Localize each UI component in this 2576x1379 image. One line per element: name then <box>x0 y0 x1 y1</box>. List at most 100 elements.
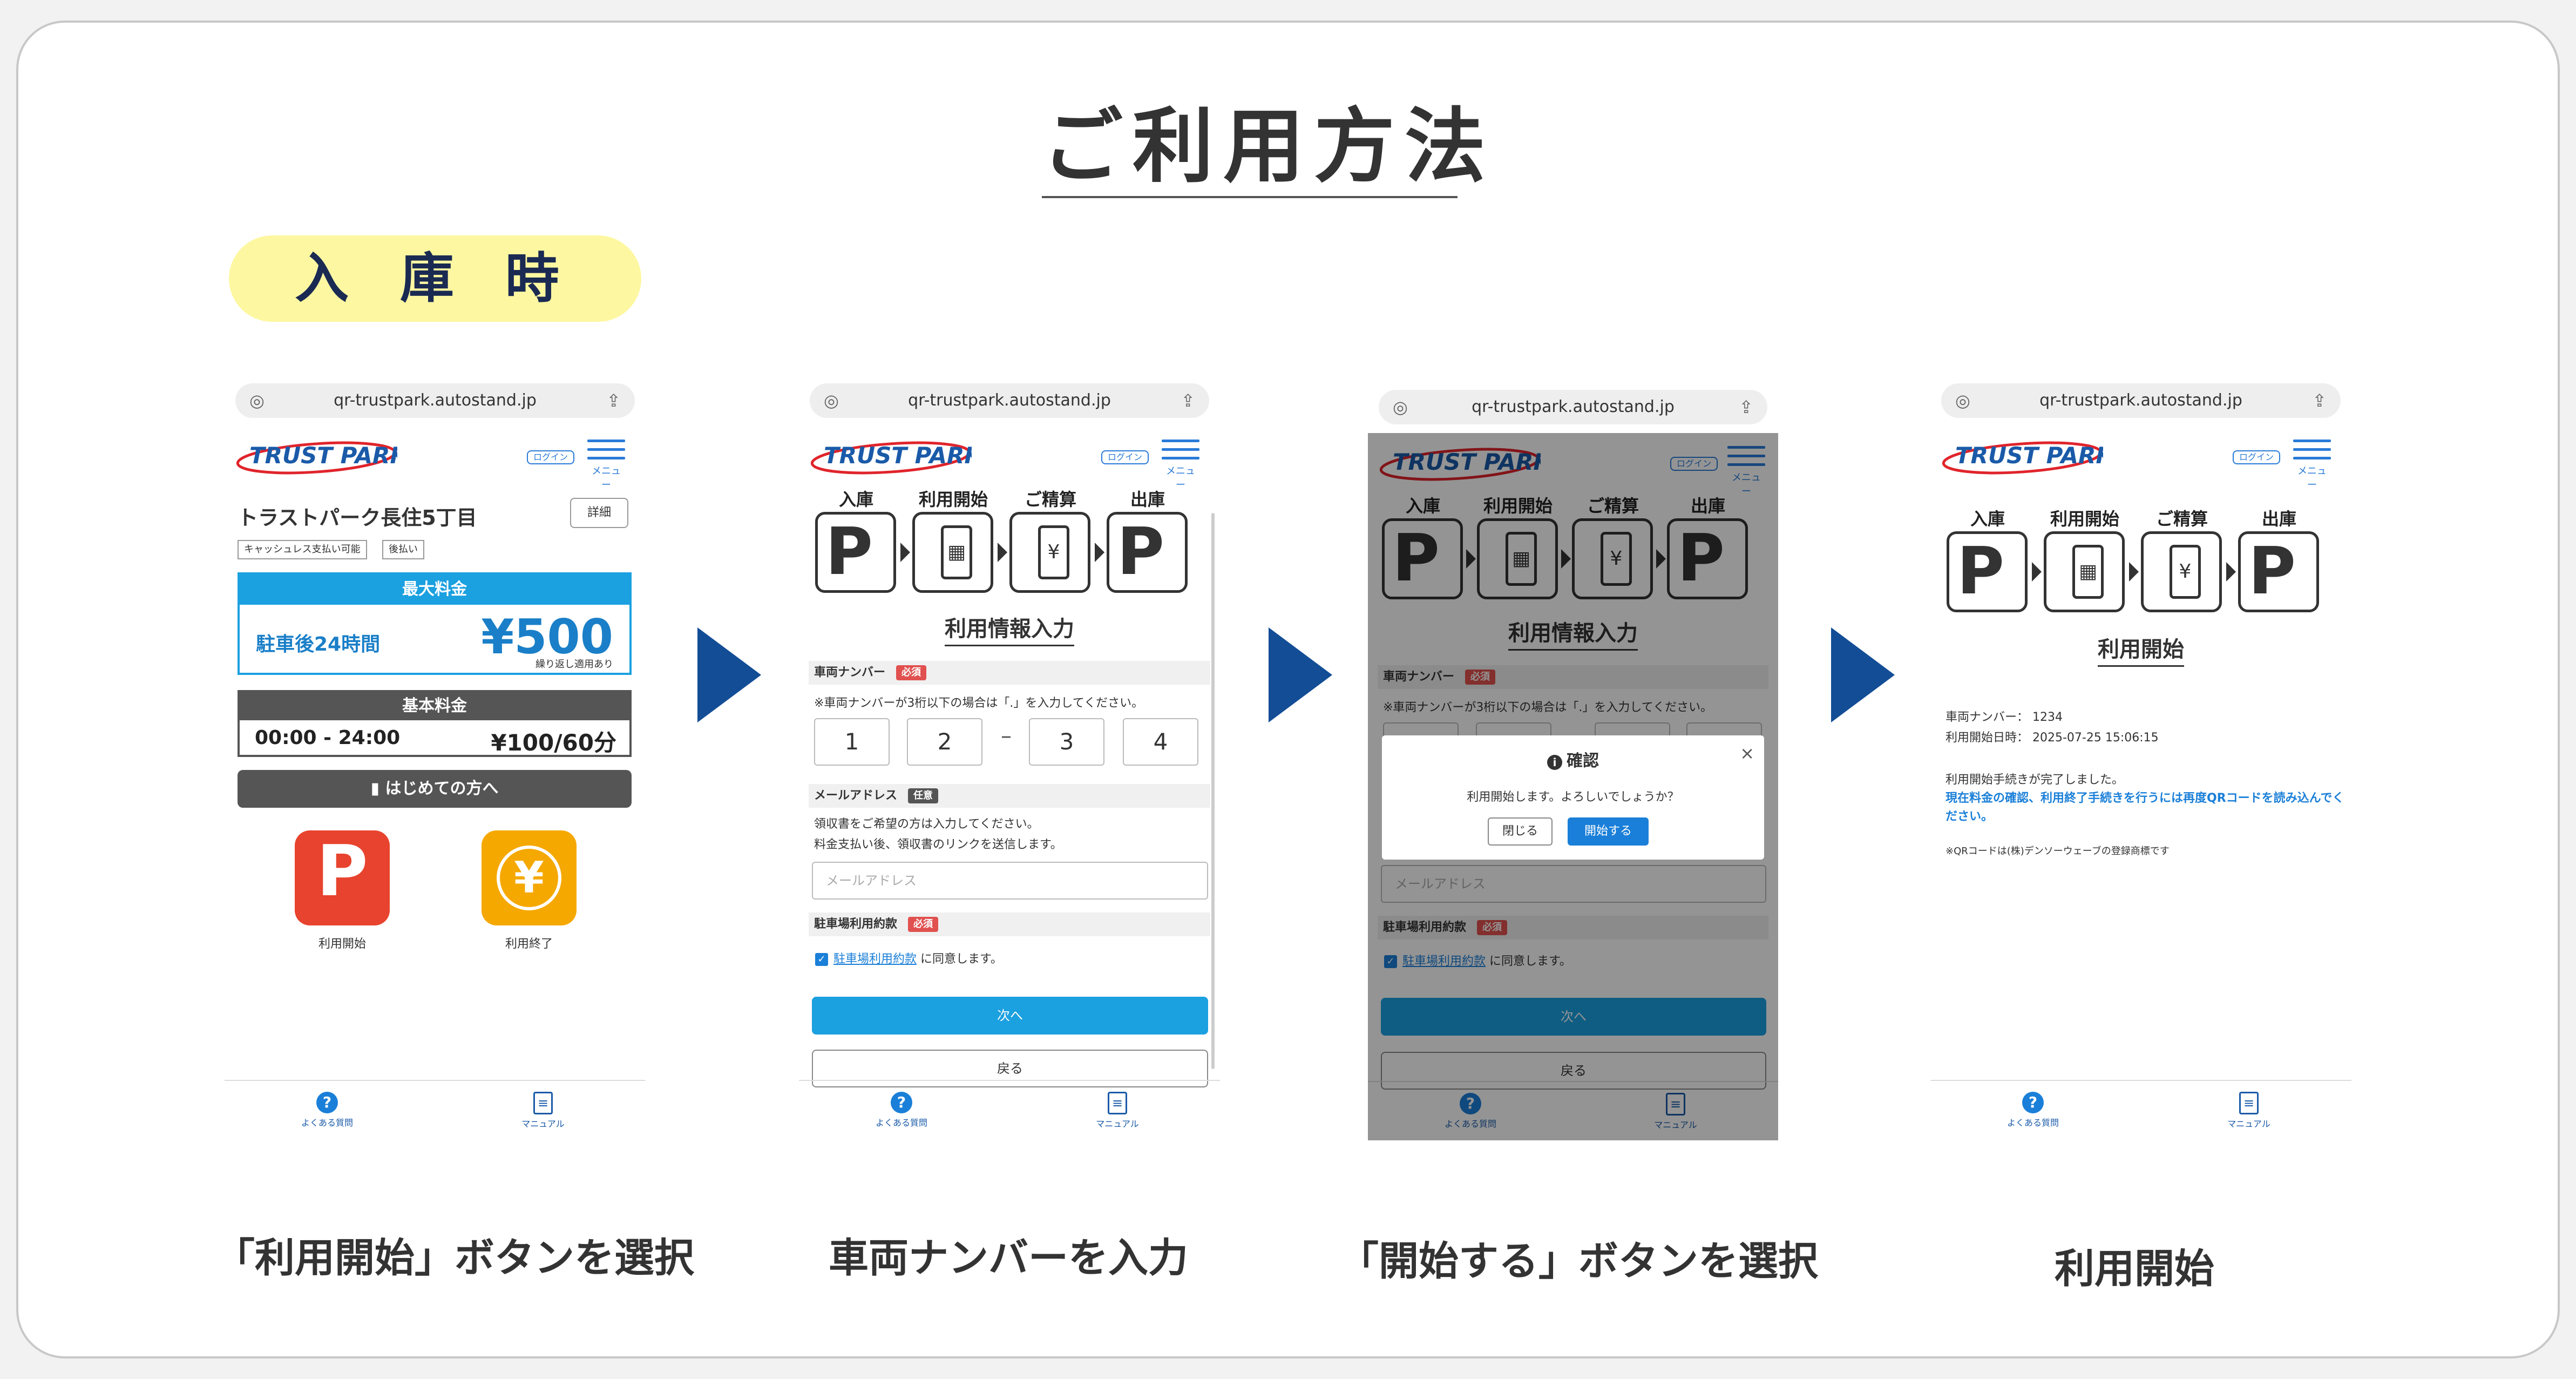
step-label-entry: 入庫 <box>1970 509 2005 529</box>
scrollbar[interactable] <box>1211 513 1215 1069</box>
dialog-close-button[interactable]: 閉じる <box>1488 817 1553 846</box>
terms-agree[interactable]: ✓駐車場利用約款 に同意します。 <box>815 949 1002 966</box>
footer-faq[interactable]: ? よくある質問 <box>848 1092 955 1128</box>
terms-link[interactable]: 駐車場利用約款 <box>1402 955 1486 968</box>
step-caption-1: 「利用開始」ボタンを選択 <box>215 1235 694 1281</box>
parking-entry-icon: P <box>1382 518 1463 599</box>
step-label-pay: ご精算 <box>1587 496 1639 516</box>
menu-button[interactable]: メニュー <box>2293 440 2331 491</box>
base-fee-time: 00:00 - 24:00 <box>255 727 401 749</box>
share-icon[interactable]: ⇪ <box>606 390 621 411</box>
step-caption-4: 利用開始 <box>2055 1246 2214 1292</box>
url-text: qr-trustpark.autostand.jp <box>2039 391 2242 410</box>
car-number-digit-1[interactable]: 1 <box>814 718 890 766</box>
help-icon: ? <box>891 1092 912 1113</box>
footer-manual[interactable]: ≡ マニュアル <box>489 1092 597 1130</box>
terms-agree[interactable]: ✓駐車場利用約款 に同意します。 <box>1384 951 1571 969</box>
footer-faq[interactable]: ? よくある質問 <box>273 1092 381 1128</box>
next-button[interactable]: 次へ <box>1381 998 1766 1036</box>
chevron-right-icon <box>2129 562 2139 582</box>
next-button[interactable]: 次へ <box>812 997 1208 1035</box>
site-settings-icon[interactable]: ◎ <box>249 390 265 411</box>
back-button[interactable]: 戻る <box>812 1050 1208 1087</box>
max-fee-box: 最大料金 駐車後24時間 ¥500 繰り返し適用あり <box>238 572 632 675</box>
car-number-hint: ※車両ナンバーが3桁以下の場合は「.」を入力してください。 <box>1383 701 1713 714</box>
login-button[interactable]: ログイン <box>527 450 574 464</box>
chevron-right-icon <box>1095 543 1104 562</box>
site-settings-icon[interactable]: ◎ <box>1955 390 1970 411</box>
footer-faq[interactable]: ? よくある質問 <box>1416 1093 1524 1130</box>
document-icon: ≡ <box>533 1092 553 1114</box>
start-label: 利用開始 <box>318 937 366 951</box>
chevron-right-icon <box>998 543 1007 562</box>
checkbox-checked-icon[interactable]: ✓ <box>815 953 828 966</box>
trust-park-logo: TRUST PARK <box>1379 448 1541 481</box>
footer-manual[interactable]: ≡ マニュアル <box>1622 1093 1730 1131</box>
chevron-right-icon <box>1466 549 1476 569</box>
site-settings-icon[interactable]: ◎ <box>824 390 839 411</box>
trust-park-logo: TRUST PARK <box>1942 441 2103 475</box>
step-label-start: 利用開始 <box>1483 496 1553 516</box>
detail-button[interactable]: 詳細 <box>570 498 628 528</box>
close-icon[interactable]: × <box>1740 743 1754 763</box>
footer-manual[interactable]: ≡ マニュアル <box>2195 1092 2303 1130</box>
terms-link[interactable]: 駐車場利用約款 <box>833 952 917 966</box>
qr-scan-icon: ▦ <box>2044 531 2125 612</box>
car-number-label-row: 車両ナンバー必須 <box>809 661 1210 685</box>
url-bar[interactable]: ◎ qr-trustpark.autostand.jp ⇪ <box>235 383 635 418</box>
terms-label-row: 駐車場利用約款必須 <box>809 912 1210 936</box>
footer-manual[interactable]: ≡ マニュアル <box>1063 1092 1171 1130</box>
url-text: qr-trustpark.autostand.jp <box>1472 397 1675 416</box>
start-time-info: 利用開始日時： 2025-07-25 15:06:15 <box>1945 731 2159 745</box>
email-input[interactable]: メールアドレス <box>812 862 1208 900</box>
car-number-digit-2[interactable]: 2 <box>907 718 982 766</box>
parking-exit-icon: P <box>2238 531 2319 612</box>
footer-faq[interactable]: ? よくある質問 <box>1979 1092 2087 1128</box>
login-button[interactable]: ログイン <box>2233 450 2280 464</box>
email-input[interactable]: メールアドレス <box>1381 865 1766 903</box>
menu-button[interactable]: メニュー <box>587 440 625 491</box>
login-button[interactable]: ログイン <box>1101 450 1149 464</box>
section-pill: 入 庫 時 <box>229 235 641 322</box>
menu-label: メニュー <box>2297 465 2327 491</box>
complete-message: 利用開始手続きが完了しました。 <box>1945 773 2124 787</box>
car-number-digit-3[interactable]: 3 <box>1029 718 1104 766</box>
back-button[interactable]: 戻る <box>1381 1052 1766 1090</box>
step-label-start: 利用開始 <box>2050 509 2119 529</box>
footer-nav: ? よくある質問 ≡ マニュアル <box>1368 1081 1778 1135</box>
car-number-digit-4[interactable]: 4 <box>1123 718 1198 766</box>
dialog-message: 利用開始します。よろしいでしょうか？ <box>1467 790 1679 804</box>
title-underline <box>1042 196 1458 198</box>
logo-text: TRUST PARK <box>1393 449 1541 475</box>
share-icon[interactable]: ⇪ <box>2312 390 2327 411</box>
menu-button[interactable]: メニュー <box>1162 440 1199 491</box>
menu-label: メニュー <box>1732 472 1761 497</box>
first-time-button[interactable]: ▮ はじめての方へ <box>238 770 632 808</box>
payment-icon: ¥ <box>1009 512 1090 593</box>
share-icon[interactable]: ⇪ <box>1739 397 1753 417</box>
dialog-start-button[interactable]: 開始する <box>1568 817 1649 846</box>
end-parking-icon[interactable]: ¥ <box>482 830 577 925</box>
site-settings-icon[interactable]: ◎ <box>1393 397 1408 417</box>
help-icon: ? <box>1460 1093 1481 1114</box>
section-title: 利用開始 <box>1930 632 2351 667</box>
required-badge: 必須 <box>1465 670 1496 685</box>
parking-name: トラストパーク長住5丁目 <box>238 506 477 530</box>
step-arrow-icon <box>697 627 761 722</box>
menu-button[interactable]: メニュー <box>1727 446 1765 497</box>
parking-entry-icon: P <box>815 512 896 593</box>
step-label-exit: 出庫 <box>2261 509 2296 529</box>
url-bar[interactable]: ◎ qr-trustpark.autostand.jp ⇪ <box>1941 383 2341 418</box>
checkbox-checked-icon[interactable]: ✓ <box>1384 955 1397 968</box>
usage-steps: 入庫 利用開始 ご精算 出庫 P ▦ ¥ P <box>1382 492 1771 622</box>
document-icon: ≡ <box>1108 1092 1127 1114</box>
login-button[interactable]: ログイン <box>1670 457 1718 471</box>
url-bar[interactable]: ◎ qr-trustpark.autostand.jp ⇪ <box>810 383 1209 418</box>
url-bar[interactable]: ◎ qr-trustpark.autostand.jp ⇪ <box>1379 390 1767 424</box>
share-icon[interactable]: ⇪ <box>1181 390 1195 411</box>
step-label-start: 利用開始 <box>918 489 988 510</box>
start-parking-icon[interactable]: P <box>295 830 390 925</box>
chevron-right-icon <box>1656 549 1666 569</box>
footer-nav: ? よくある質問 ≡ マニュアル <box>799 1080 1220 1134</box>
